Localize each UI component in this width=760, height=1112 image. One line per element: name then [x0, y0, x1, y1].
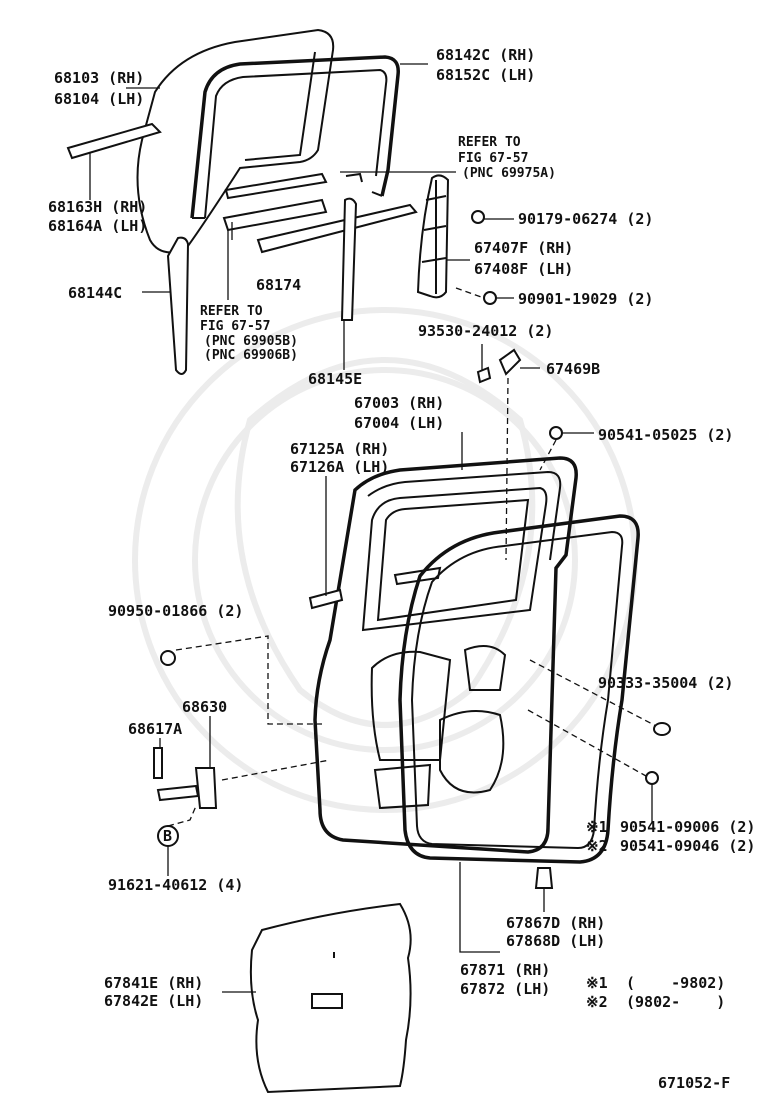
clip-90179-shape [471, 210, 485, 224]
leader-90541-05025-dash [539, 439, 557, 471]
label-bolt-90901: 90901-19029 (2) [518, 290, 653, 308]
label-seal-rh: 67871 (RH) [460, 961, 550, 979]
label-fig-code: 671052-F [658, 1074, 730, 1092]
label-68174: 68174 [256, 276, 301, 294]
center-strip-upper [224, 172, 328, 200]
grommet-90541-05025-shape [549, 426, 563, 440]
door-moulding-shape [308, 588, 344, 610]
label-68617a: 68617A [128, 720, 182, 738]
label-screw-93530: 93530-24012 (2) [418, 322, 553, 340]
label-reg-rh: 67407F (RH) [474, 239, 573, 257]
bolt-90901-shape [483, 291, 497, 305]
label-clip-lh: 67868D (LH) [506, 932, 605, 950]
label-legend1-mark: ※1 [586, 974, 608, 992]
label-refer-a1: REFER TO [458, 135, 521, 150]
label-note1-mark: ※1 [586, 818, 608, 836]
leader-90333 [529, 659, 657, 727]
leader-67469b-dash [505, 377, 509, 561]
label-68144c: 68144C [68, 284, 122, 302]
belt-moulding [256, 203, 418, 254]
label-bolt-91621: 91621-40612 (4) [108, 876, 243, 894]
label-legend2-mark: ※2 [586, 993, 608, 1011]
glass-run-channel-inner [204, 68, 388, 219]
label-refer-b3: (PNC 69905B) [204, 334, 298, 349]
label-refer-b2: FIG 67-57 [200, 319, 270, 334]
label-clip-90179: 90179-06274 (2) [518, 210, 653, 228]
door-panel [313, 456, 578, 854]
label-cover-lh: 67842E (LH) [104, 992, 203, 1010]
leader-90901 [455, 287, 485, 299]
label-door-lh: 67004 (LH) [354, 414, 444, 432]
leader-b [167, 805, 197, 827]
center-strip-lower [222, 198, 328, 232]
label-68630: 68630 [182, 698, 227, 716]
label-seal-lh: 67872 (LH) [460, 980, 550, 998]
door-weatherstrip-seal [398, 514, 640, 864]
hinge-68630 [194, 767, 218, 809]
leader-90541-09006 [527, 709, 647, 777]
trim-handle-slot [311, 993, 343, 1009]
label-run-rh: 68142C (RH) [436, 46, 535, 64]
label-weather-lh: 68164A (LH) [48, 217, 147, 235]
label-glass-lh: 68104 (LH) [54, 90, 144, 108]
label-90541-05025: 90541-05025 (2) [598, 426, 733, 444]
label-refer-a3: (PNC 69975A) [462, 166, 556, 181]
label-refer-b1: REFER TO [200, 304, 263, 319]
label-legend1-text: ( -9802) [626, 974, 725, 992]
label-glass-rh: 68103 (RH) [54, 69, 144, 87]
label-legend2-text: (9802- ) [626, 993, 725, 1011]
label-mould-lh: 67126A (LH) [290, 458, 389, 476]
stopper-67469b-shape [498, 348, 522, 376]
leader-hinge-dash [221, 759, 331, 781]
grommet-90541-09006-shape [645, 771, 659, 785]
front-run-channel [166, 236, 190, 375]
leader-seal [459, 862, 500, 953]
label-b-mark: B [163, 827, 172, 845]
hole-plug-90333-shape [653, 722, 671, 736]
clip-67867d-shape [534, 867, 554, 889]
label-nut-90950: 90950-01866 (2) [108, 602, 243, 620]
label-run-lh: 68152C (LH) [436, 66, 535, 84]
label-mould-rh: 67125A (RH) [290, 440, 389, 458]
label-68145e: 68145E [308, 370, 362, 388]
label-hole-90333: 90333-35004 (2) [598, 674, 733, 692]
label-door-rh: 67003 (RH) [354, 394, 444, 412]
screw-93530-shape [476, 366, 492, 384]
outer-weatherstrip [66, 122, 162, 160]
hinge-pin-68617a [153, 747, 163, 779]
label-note2-mark: ※2 [586, 837, 608, 855]
label-refer-a2: FIG 67-57 [458, 151, 528, 166]
label-weather-rh: 68163H (RH) [48, 198, 147, 216]
label-refer-b4: (PNC 69906B) [204, 348, 298, 363]
label-cover-rh: 67841E (RH) [104, 974, 203, 992]
nut-90950-shape [160, 650, 176, 666]
label-67469b: 67469B [546, 360, 600, 378]
label-note1-part: 90541-09006 (2) [620, 818, 755, 836]
label-reg-lh: 67408F (LH) [474, 260, 573, 278]
window-regulator [416, 174, 450, 299]
label-note2-part: 90541-09046 (2) [620, 837, 755, 855]
rear-run-channel [340, 197, 358, 321]
door-glass [136, 28, 335, 254]
glass-run-channel [190, 55, 400, 219]
label-clip-rh: 67867D (RH) [506, 914, 605, 932]
